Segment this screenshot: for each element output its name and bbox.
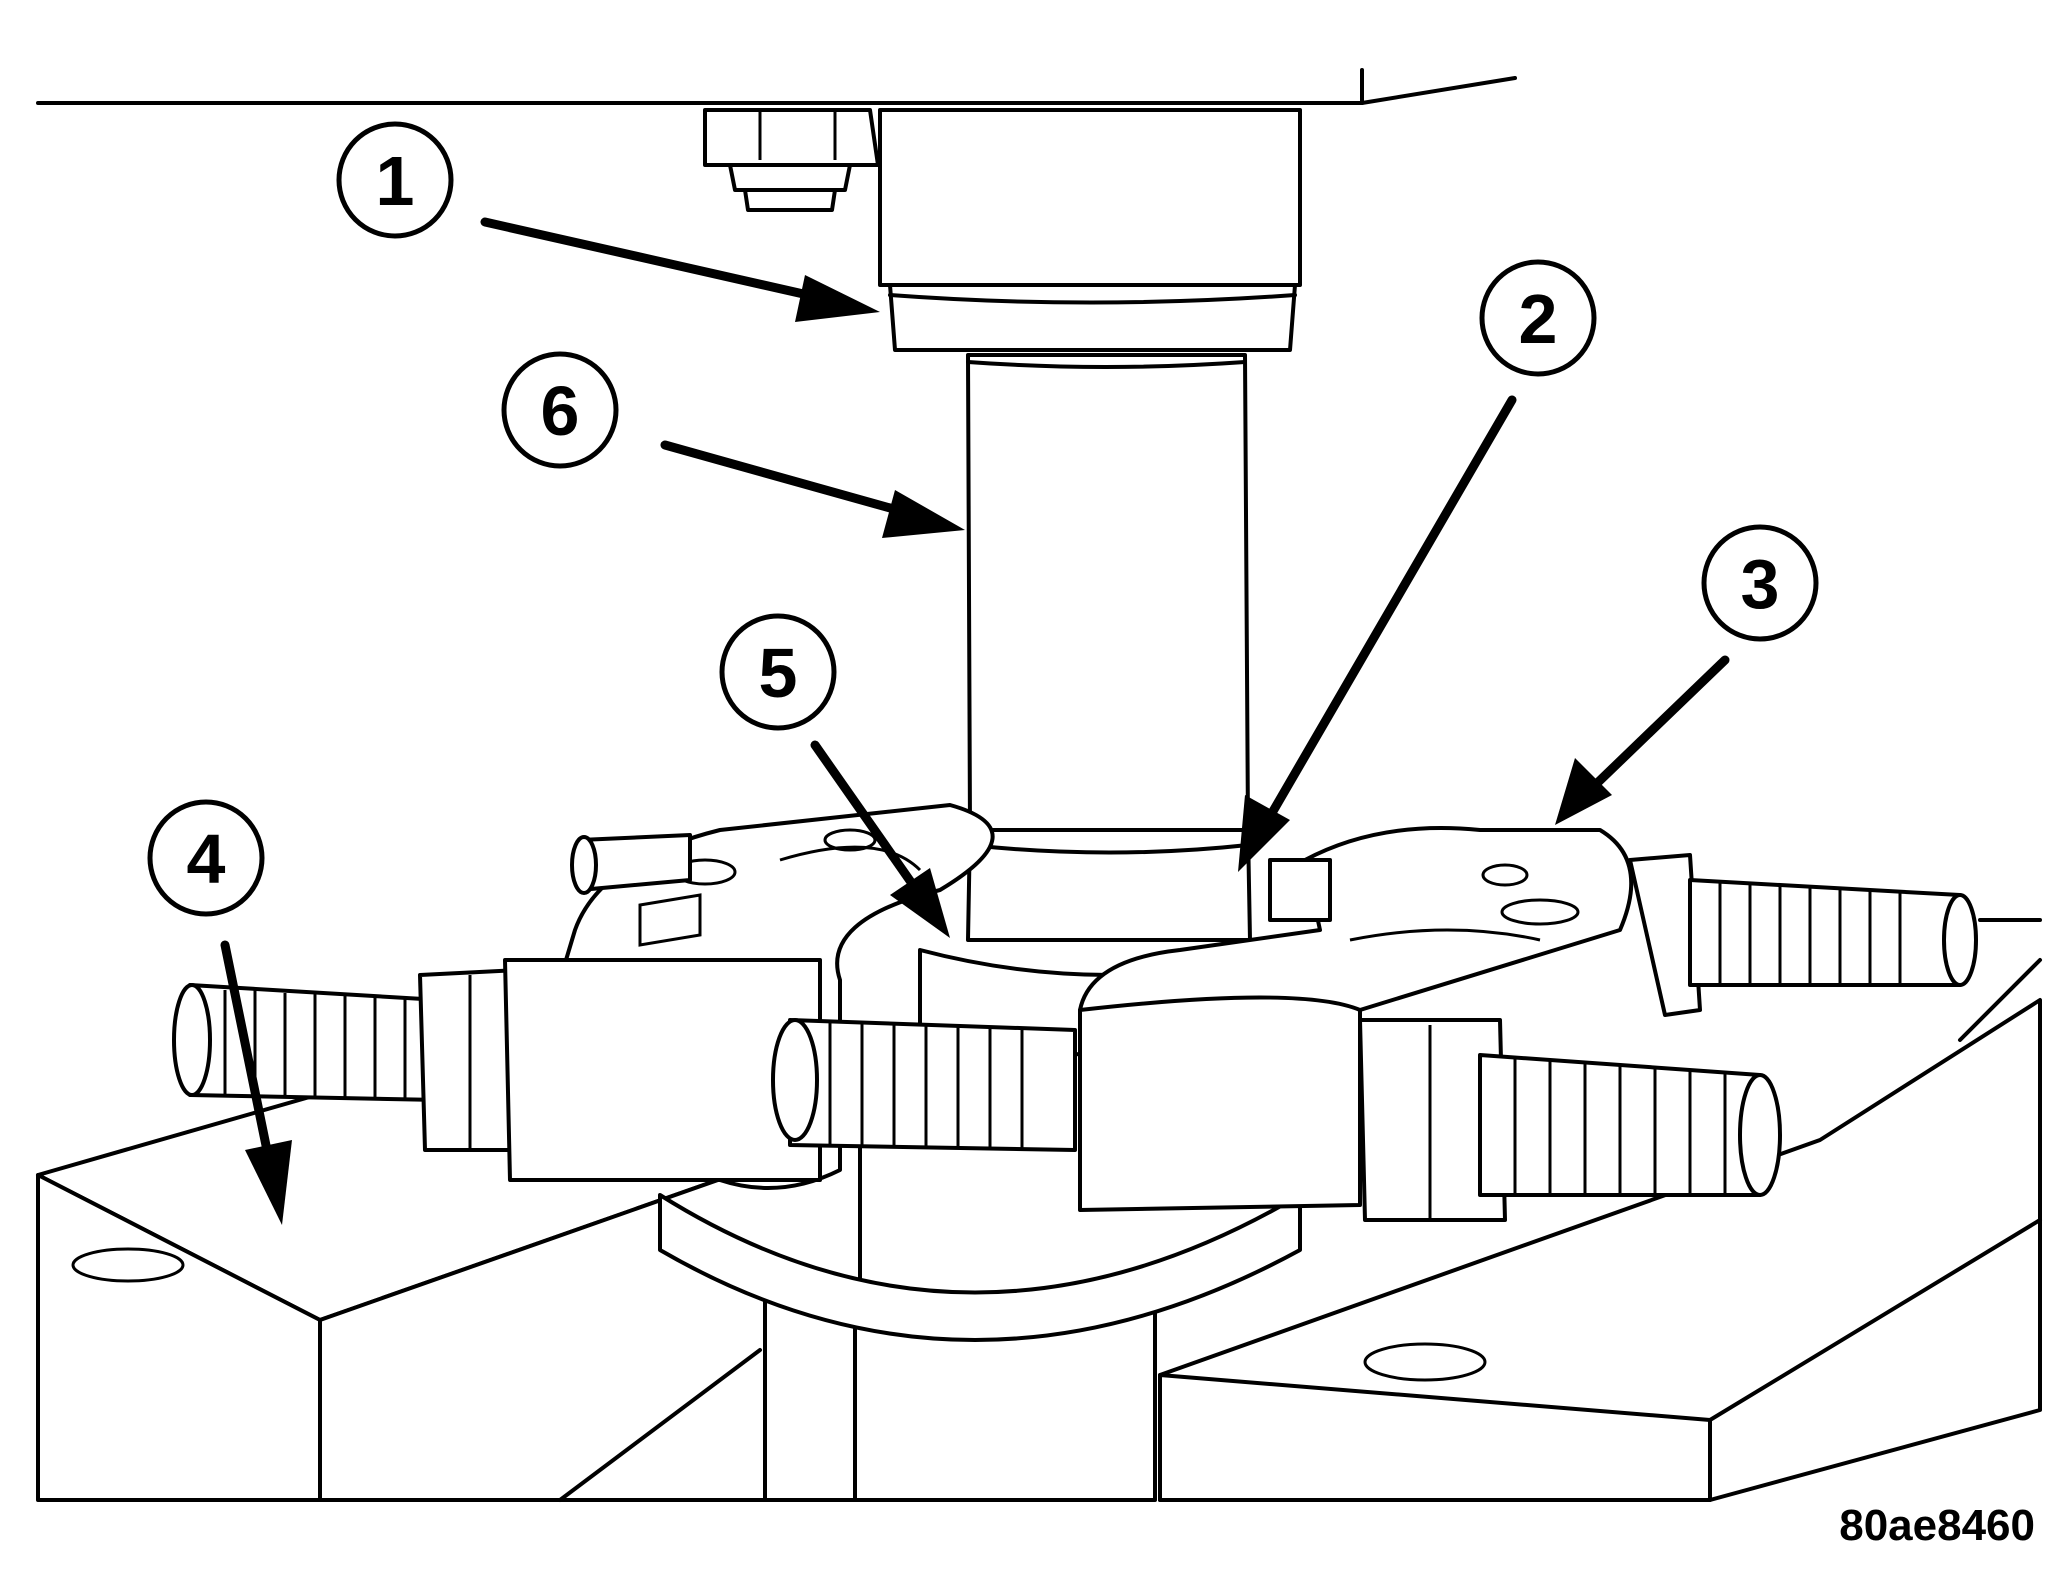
bolt-center bbox=[771, 1018, 1077, 1152]
bolt-left-front bbox=[172, 958, 822, 1182]
callout-5: 5 bbox=[719, 613, 837, 731]
bolt-right-front bbox=[1078, 995, 1782, 1222]
bolt-left-rear bbox=[570, 833, 692, 895]
leader-arrow-6 bbox=[660, 440, 965, 538]
callout-1-label: 1 bbox=[376, 142, 415, 220]
callout-5-label: 5 bbox=[759, 634, 798, 712]
press-top-plate bbox=[36, 68, 1517, 105]
leader-arrow-1 bbox=[480, 217, 880, 322]
callout-2-label: 2 bbox=[1519, 280, 1558, 358]
support-cylinder bbox=[658, 1193, 1302, 1502]
callout-6: 6 bbox=[501, 351, 619, 469]
leader-arrow-5 bbox=[810, 740, 950, 938]
leader-arrow-4 bbox=[220, 940, 292, 1225]
top-nut bbox=[703, 108, 880, 212]
leader-arrow-2 bbox=[1238, 395, 1517, 872]
callout-4-label: 4 bbox=[187, 820, 226, 898]
callout-6-label: 6 bbox=[541, 372, 580, 450]
callout-3: 3 bbox=[1701, 524, 1819, 642]
callout-4: 4 bbox=[147, 799, 265, 917]
bolt-right-rear bbox=[1268, 853, 1978, 1017]
leader-arrow-3 bbox=[1555, 655, 1730, 825]
press-ram bbox=[878, 108, 1302, 352]
adapter-shaft bbox=[966, 353, 1250, 832]
figure-code: 80ae8460 bbox=[1839, 1501, 2035, 1550]
callout-2: 2 bbox=[1479, 259, 1597, 377]
base-block-right bbox=[1158, 918, 2042, 1502]
callout-3-label: 3 bbox=[1741, 545, 1780, 623]
callout-1: 1 bbox=[336, 121, 454, 239]
splitter-right-half bbox=[1078, 826, 1634, 1012]
